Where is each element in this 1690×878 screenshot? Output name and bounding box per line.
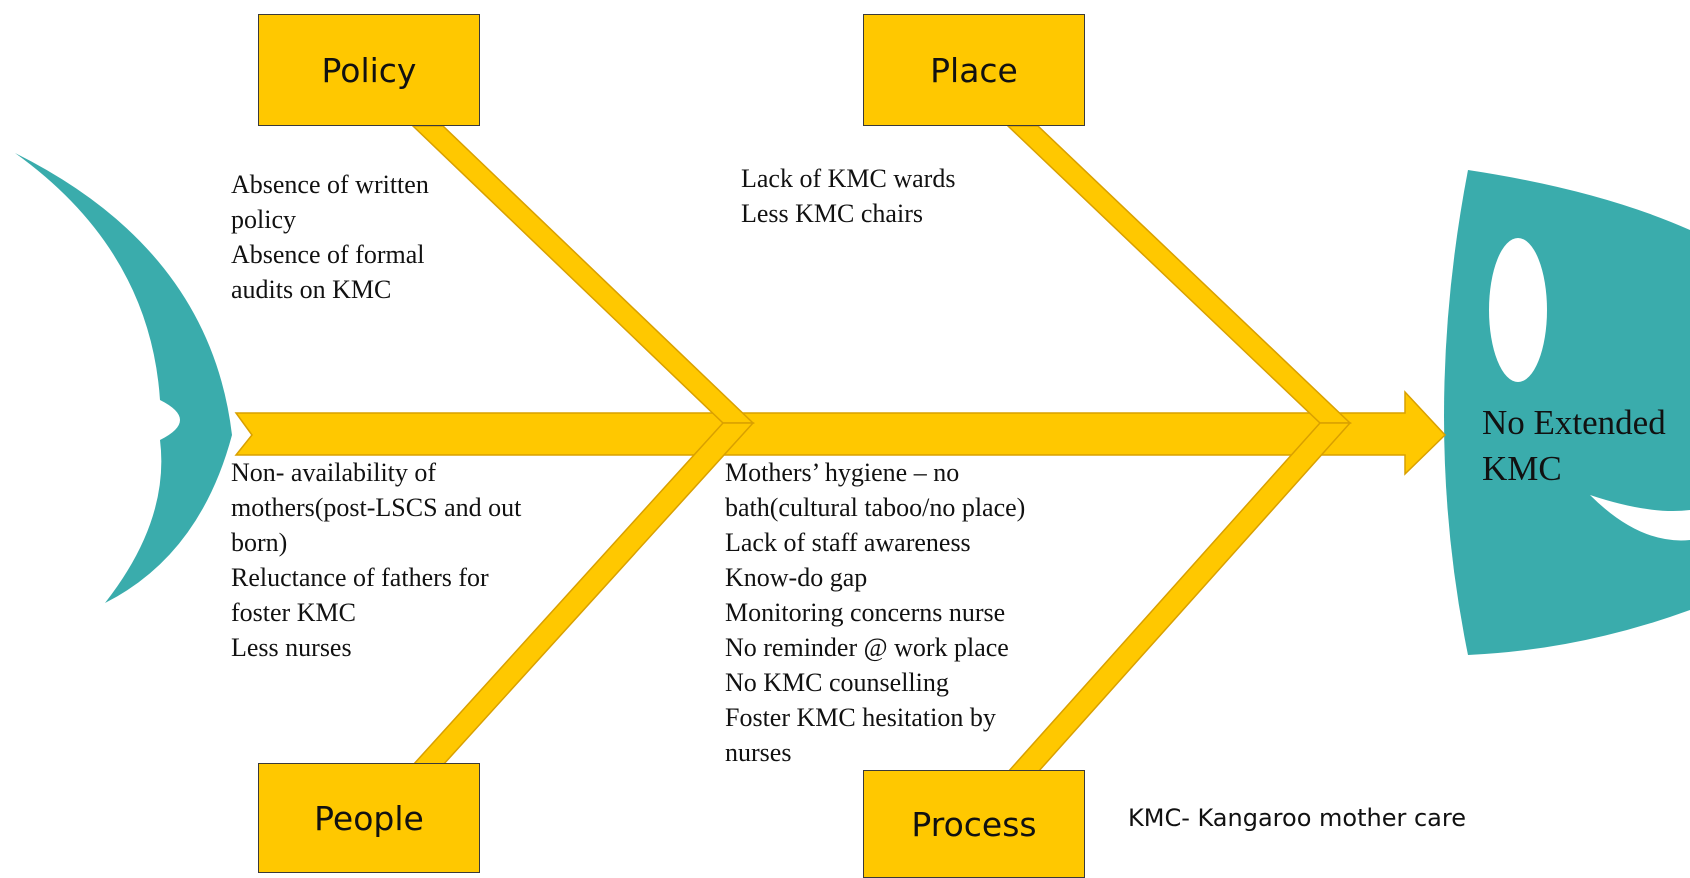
cause-item: audits on KMC — [231, 275, 392, 304]
cause-item: Lack of KMC wards — [741, 164, 956, 193]
bone-policy — [411, 125, 755, 424]
category-label-people: People — [314, 798, 424, 838]
cause-item: No KMC counselling — [725, 668, 949, 697]
cause-item: foster KMC — [231, 598, 356, 627]
abbreviation-note: KMC- Kangaroo mother care — [1128, 804, 1466, 832]
cause-item: bath(cultural taboo/no place) — [725, 493, 1026, 522]
cause-item: born) — [231, 528, 288, 557]
cause-item: Lack of staff awareness — [725, 528, 971, 557]
fish-eye — [1489, 238, 1547, 382]
cause-item: No reminder @ work place — [725, 633, 1009, 662]
category-label-policy: Policy — [321, 50, 417, 90]
cause-item: Non- availability of — [231, 458, 437, 487]
bone-process — [1006, 422, 1352, 773]
bone-place — [1006, 125, 1352, 424]
cause-item: Absence of written — [231, 170, 429, 199]
category-label-place: Place — [930, 50, 1018, 90]
cause-item: Less nurses — [231, 633, 352, 662]
fish-mouth — [1590, 495, 1690, 541]
spine-arrow — [234, 390, 1447, 476]
category-box-policy: Policy — [258, 14, 480, 126]
effect-line: KMC — [1482, 449, 1562, 488]
effect-line: No Extended — [1482, 403, 1666, 442]
effect-label: No Extended KMC — [1482, 400, 1666, 492]
fish-tail — [15, 153, 232, 603]
cause-item: Mothers’ hygiene – no — [725, 458, 960, 487]
cause-item: Less KMC chairs — [741, 199, 923, 228]
category-box-people: People — [258, 763, 480, 873]
cause-item: Foster KMC hesitation by — [725, 703, 996, 732]
cause-item: Know-do gap — [725, 563, 868, 592]
category-label-process: Process — [911, 804, 1037, 844]
causes-process: Mothers’ hygiene – no bath(cultural tabo… — [725, 455, 1025, 770]
category-box-place: Place — [863, 14, 1085, 126]
causes-place: Lack of KMC wards Less KMC chairs — [741, 161, 955, 231]
causes-people: Non- availability of mothers(post-LSCS a… — [231, 455, 521, 665]
category-box-process: Process — [863, 770, 1085, 878]
cause-item: Monitoring concerns nurse — [725, 598, 1006, 627]
causes-policy: Absence of written policy Absence of for… — [231, 167, 429, 307]
cause-item: policy — [231, 205, 296, 234]
cause-item: mothers(post-LSCS and out — [231, 493, 522, 522]
cause-item: Absence of formal — [231, 240, 425, 269]
cause-item: Reluctance of fathers for — [231, 563, 489, 592]
cause-item: nurses — [725, 738, 792, 767]
